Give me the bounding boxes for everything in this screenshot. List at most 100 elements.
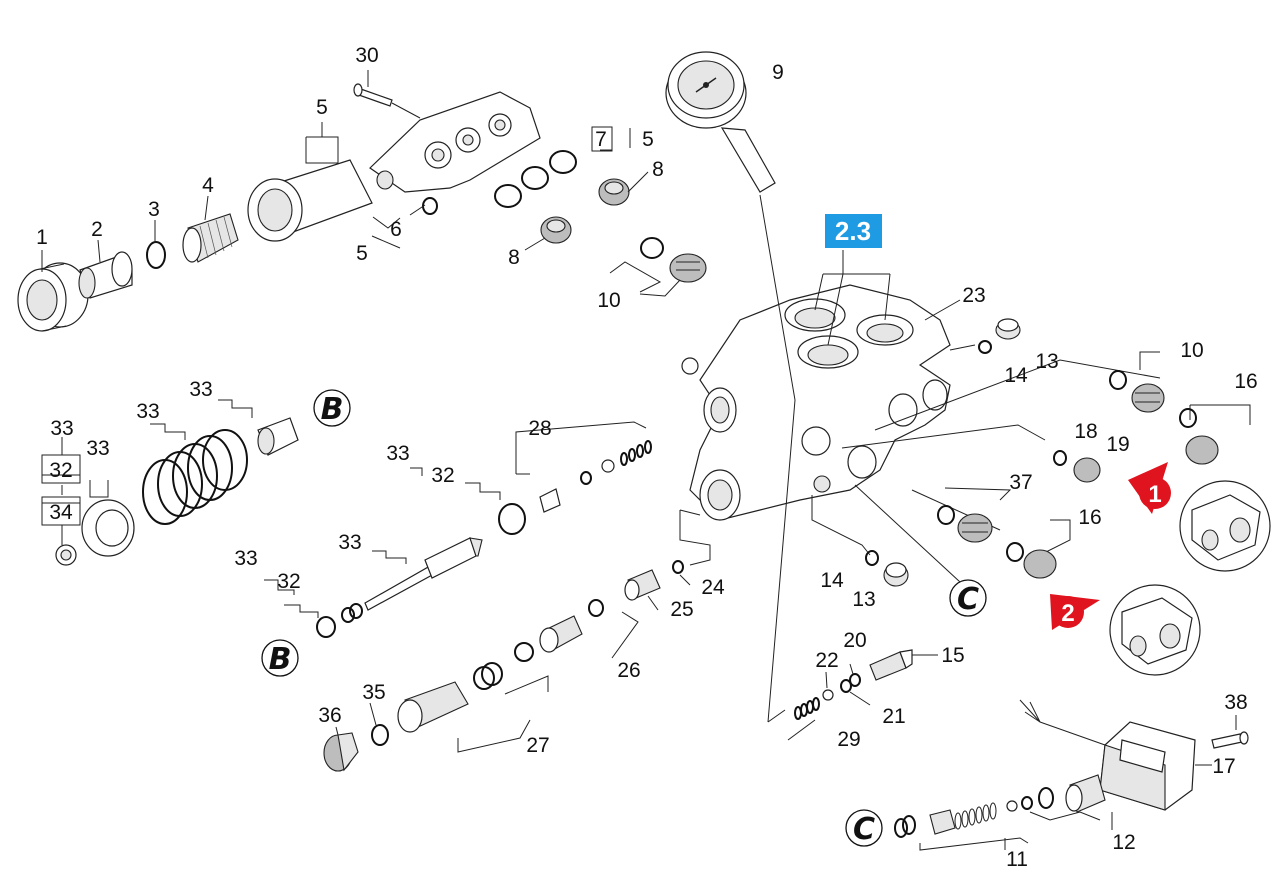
part-label: 14 [820, 569, 844, 592]
part-10-valve-b [1131, 383, 1165, 413]
part-7-o-ring-c [494, 184, 522, 208]
part-14-o-ring-b [865, 550, 879, 566]
part-label: 38 [1224, 691, 1247, 714]
part-33-spring [142, 429, 248, 525]
part-17-cable [1019, 699, 1106, 746]
part-label: 25 [670, 598, 693, 621]
part-7-o-ring-b [521, 166, 549, 190]
part-label: 33 [86, 437, 109, 460]
part-number-labels: 1 2 3 4 5 30 7 5 8 6 5 8 10 9 23 13 14 1… [36, 44, 1258, 871]
marker-2: 2 [1061, 600, 1074, 627]
part-label: 23 [962, 284, 985, 307]
reference-marker-b-lower: B [261, 639, 299, 677]
part-37-valve [957, 513, 993, 543]
part-1-nut [17, 262, 89, 332]
part-label: 5 [316, 96, 328, 119]
part-label: 35 [362, 681, 385, 704]
part-label: 29 [837, 728, 860, 751]
part-label: 34 [49, 501, 73, 524]
part-26-o-ring [514, 642, 534, 662]
part-label: 15 [941, 644, 964, 667]
part-16-cap-a [1185, 435, 1219, 465]
part-14-o-ring-a [978, 340, 992, 354]
part-label: 1 [36, 226, 48, 249]
part-label: 16 [1078, 506, 1101, 529]
part-16-o-ring-a [1179, 408, 1197, 428]
detail-view-icon [1109, 584, 1201, 676]
part-label: 33 [386, 442, 409, 465]
label-box-32 [41, 454, 81, 484]
part-label: 14 [1004, 364, 1028, 387]
arrow-marker-icon: 2 [1050, 594, 1100, 630]
part-2-fitting [78, 251, 133, 299]
part-27-o-ring-b [481, 662, 503, 686]
reference-label: B [269, 642, 292, 677]
part-label: 8 [508, 246, 520, 269]
marker-1: 1 [1148, 481, 1161, 508]
part-12-pressure-switch-fitting [1065, 774, 1106, 813]
part-11-o-ring-b [902, 815, 916, 835]
section-label-badge: 2.3 [825, 214, 882, 248]
part-5-o-ring-small [422, 197, 438, 215]
part-label: 10 [1180, 339, 1203, 362]
part-label: 13 [852, 588, 875, 611]
part-32-o-ring-b [316, 616, 336, 638]
part-11-o-ring-a [894, 818, 908, 838]
part-4-filter [182, 213, 239, 263]
part-label: 32 [49, 459, 72, 482]
part-label: 32 [277, 570, 300, 593]
part-16-cap-b [1023, 549, 1057, 579]
part-30-screw [353, 83, 421, 119]
part-label: 33 [136, 400, 159, 423]
part-label: 4 [202, 174, 214, 197]
leader-lines-central [759, 194, 1251, 741]
part-12-o-ring [1038, 787, 1054, 809]
part-5-inlet-housing [247, 159, 373, 242]
part-32-o-ring-d [349, 603, 363, 619]
reference-label: B [321, 392, 344, 427]
part-13-plug-b [883, 562, 909, 587]
part-label: 24 [701, 576, 725, 599]
detail-view-icon [1179, 480, 1271, 572]
part-label: 17 [1212, 755, 1235, 778]
part-28-spring [620, 440, 652, 466]
part-32-guide [539, 488, 561, 513]
part-19-plug [1073, 457, 1101, 483]
part-label: 32 [431, 464, 454, 487]
part-11-piston [929, 796, 1033, 835]
part-label: 33 [189, 378, 212, 401]
label-box-34 [41, 496, 81, 526]
part-21-o-ring [840, 679, 852, 693]
leader-lines-lower-center [825, 654, 938, 706]
part-label: 27 [526, 734, 549, 757]
leader-lines-lower-right [919, 715, 1237, 851]
reference-marker-c-upper: C [949, 579, 987, 617]
part-20-o-ring [849, 673, 861, 687]
part-36-plug [323, 732, 359, 772]
part-10-o-ring-b [1109, 370, 1127, 390]
part-3-o-ring [146, 241, 166, 269]
part-29-spring [794, 697, 820, 720]
label-box-7 [591, 126, 613, 152]
part-label: 30 [355, 44, 378, 67]
leader-lines-upper-left [41, 70, 681, 297]
part-label: 12 [1112, 831, 1135, 854]
part-label: 19 [1106, 433, 1129, 456]
part-label: 10 [597, 289, 620, 312]
part-27-valve-body [397, 681, 469, 733]
part-5-manifold-plate [369, 91, 541, 193]
leader-lines-middle-left [42, 399, 711, 753]
part-13-plug-a [995, 318, 1021, 340]
part-label: 22 [815, 649, 838, 672]
part-8-valve-cap-b [540, 216, 572, 244]
part-8-valve-cap-a [598, 178, 630, 206]
part-34-bushing [55, 544, 77, 566]
part-16-o-ring-b [1006, 542, 1024, 562]
arrow-marker-icon: 1 [1128, 462, 1171, 514]
part-label: 36 [318, 704, 341, 727]
part-32-o-ring-c [341, 607, 355, 623]
part-18-o-ring [1053, 450, 1067, 466]
part-9-pressure-gauge [665, 51, 776, 193]
part-15-valve-fitting [869, 649, 913, 681]
